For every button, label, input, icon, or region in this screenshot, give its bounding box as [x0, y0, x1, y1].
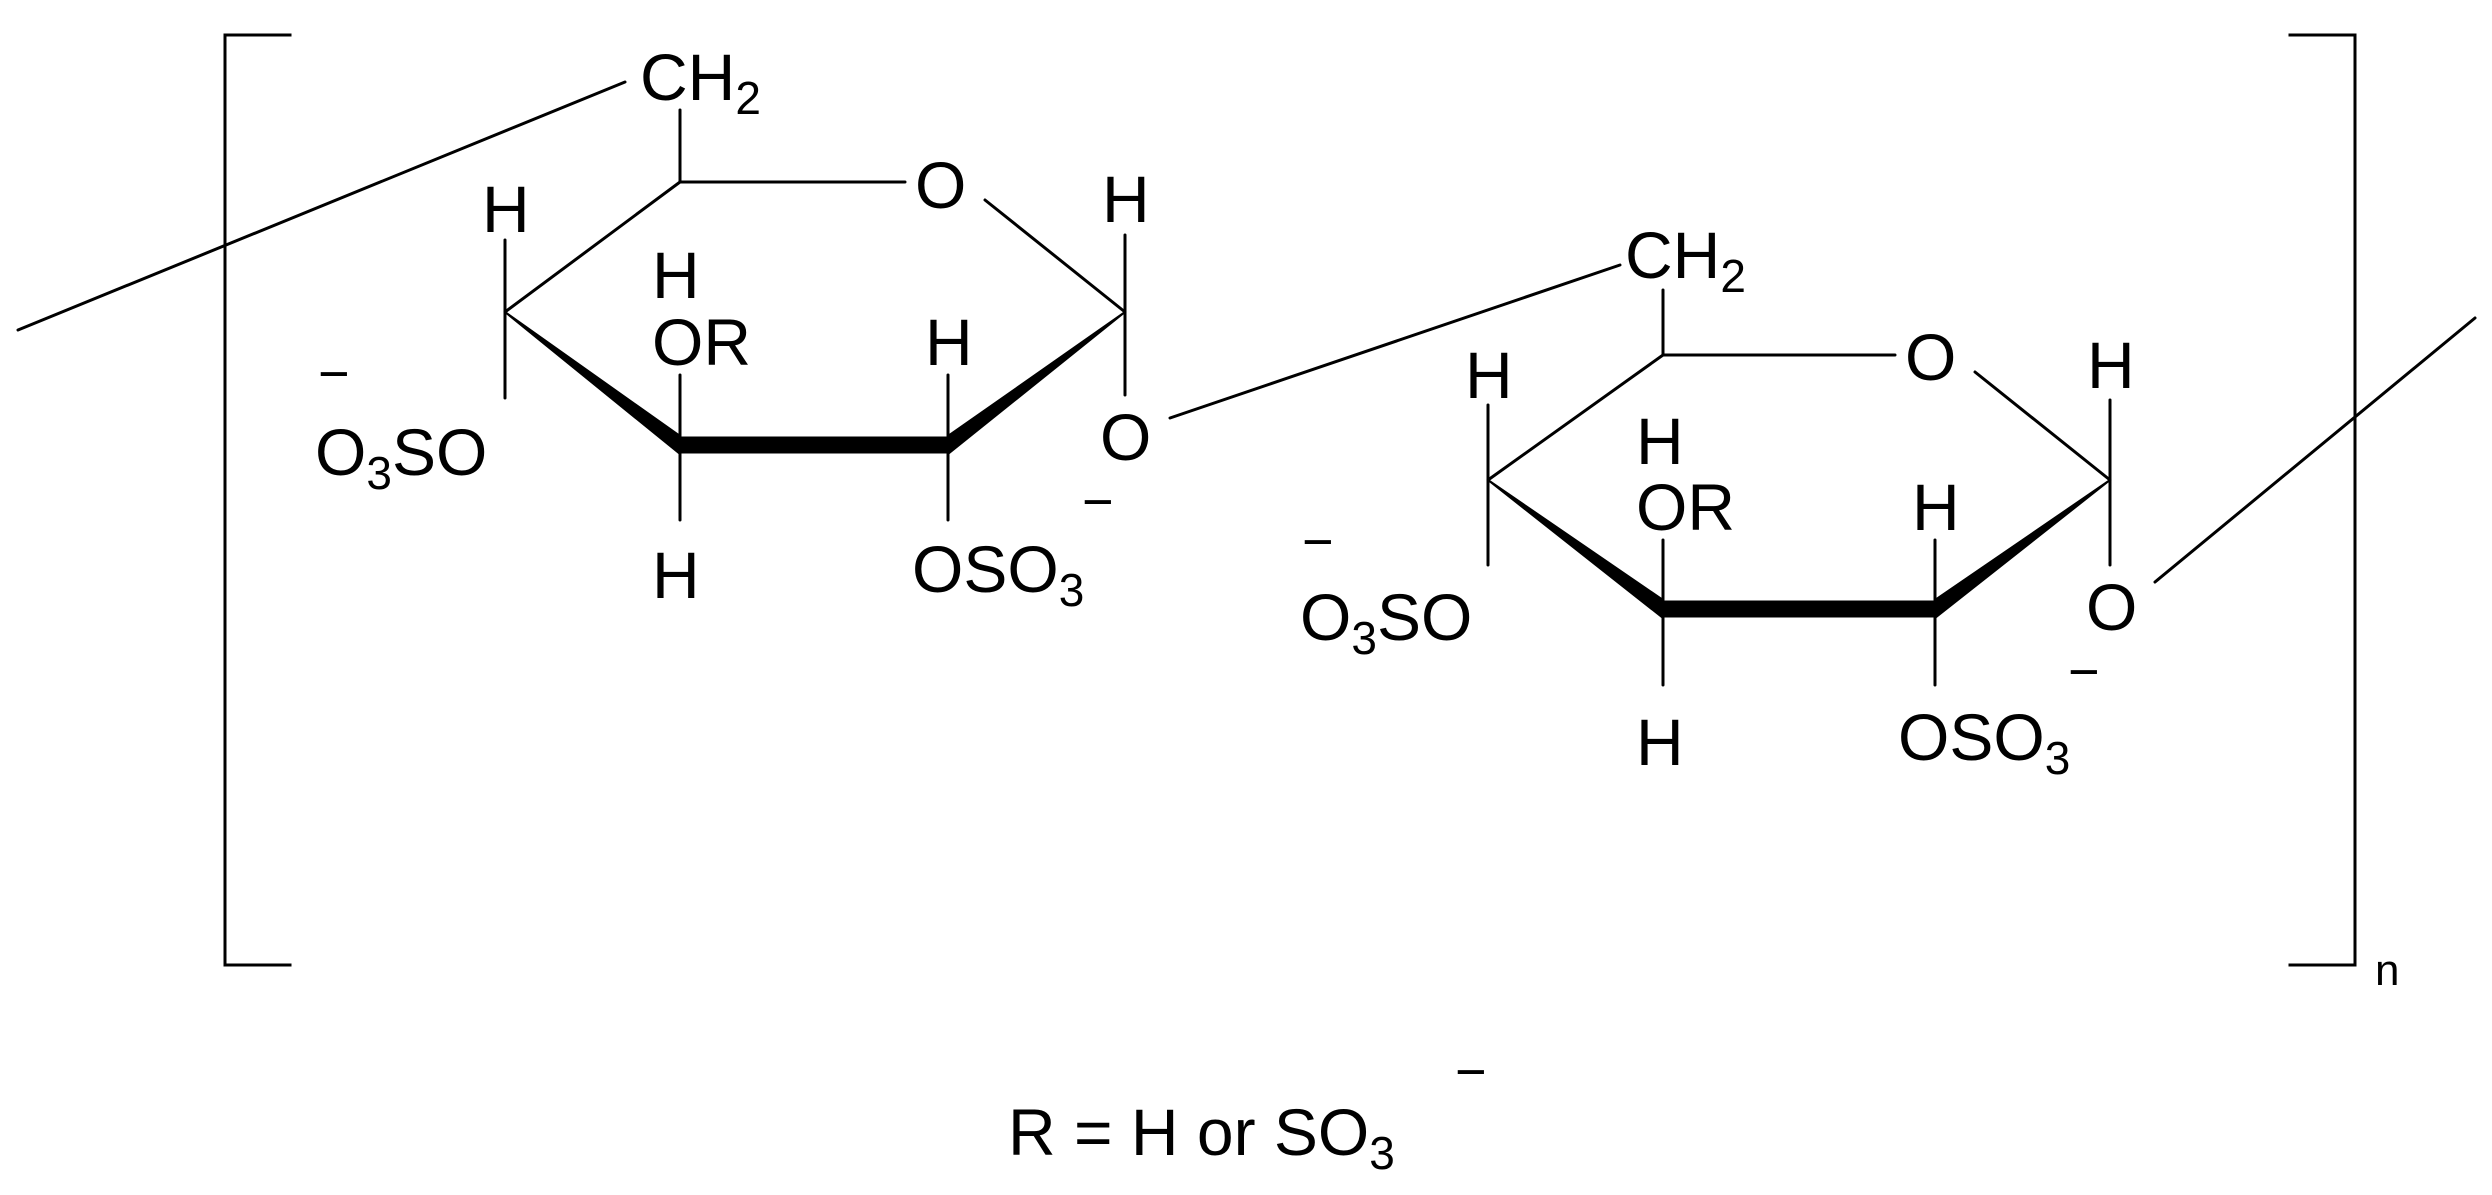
or-group: OR — [652, 305, 751, 379]
bond-ring-o-c1 — [983, 198, 1127, 314]
linking-oxygen: O — [2086, 570, 2137, 644]
charge-oso3: − — [1082, 472, 1114, 532]
left-bracket — [223, 33, 292, 967]
chain-bond-out — [2153, 316, 2477, 584]
glycosidic-bond — [1168, 263, 1622, 420]
h-c4: H — [1465, 338, 1513, 412]
ring-oxygen: O — [915, 148, 966, 222]
or-group: OR — [1636, 470, 1735, 544]
h-c1: H — [1102, 162, 1150, 236]
legend-text: R = H or SO3 — [1008, 1095, 1395, 1179]
charge-oso3: − — [2068, 642, 2100, 702]
h-c1: H — [2087, 328, 2135, 402]
bond-c5-c4 — [1486, 353, 1665, 482]
linking-oxygen: O — [1100, 400, 1151, 474]
bond-ring-o-c1 — [1973, 370, 2112, 482]
legend-charge: − — [1455, 1042, 1487, 1102]
o3so-group: O3SO — [315, 415, 487, 499]
o3so-group: O3SO — [1300, 580, 1472, 664]
right-bracket — [2288, 33, 2357, 967]
h-c5: H — [652, 238, 700, 312]
repeat-brackets: n — [223, 33, 2399, 995]
bond-c5-c4 — [503, 180, 682, 314]
wedge-c2-c1 — [1934, 479, 2111, 619]
r-group-legend: − R = H or SO3 — [1008, 1042, 1487, 1179]
ch2-group: CH2 — [1625, 218, 1746, 302]
charge-o3so: − — [318, 344, 350, 404]
oso3-group: OSO3 — [912, 532, 1084, 616]
h-c2: H — [1912, 470, 1960, 544]
h-c4: H — [482, 172, 530, 246]
sugar-unit-2: CH2 O H H H OR H − O3SO O − H OSO3 — [1300, 218, 2477, 784]
ring-oxygen: O — [1905, 320, 1956, 394]
h-c5: H — [1636, 404, 1684, 478]
sugar-unit-1: CH2 O H H H OR H − O3SO O − H OSO3 — [16, 40, 1622, 616]
wedge-c2-c1 — [947, 311, 1126, 455]
oso3-group: OSO3 — [1898, 700, 2070, 784]
ch2-group: CH2 — [640, 40, 761, 124]
h-c3: H — [652, 538, 700, 612]
repeat-index-n: n — [2375, 946, 2399, 995]
chain-bond-in — [16, 80, 627, 332]
charge-o3so: − — [1302, 512, 1334, 572]
h-c2: H — [925, 305, 973, 379]
h-c3: H — [1636, 705, 1684, 779]
